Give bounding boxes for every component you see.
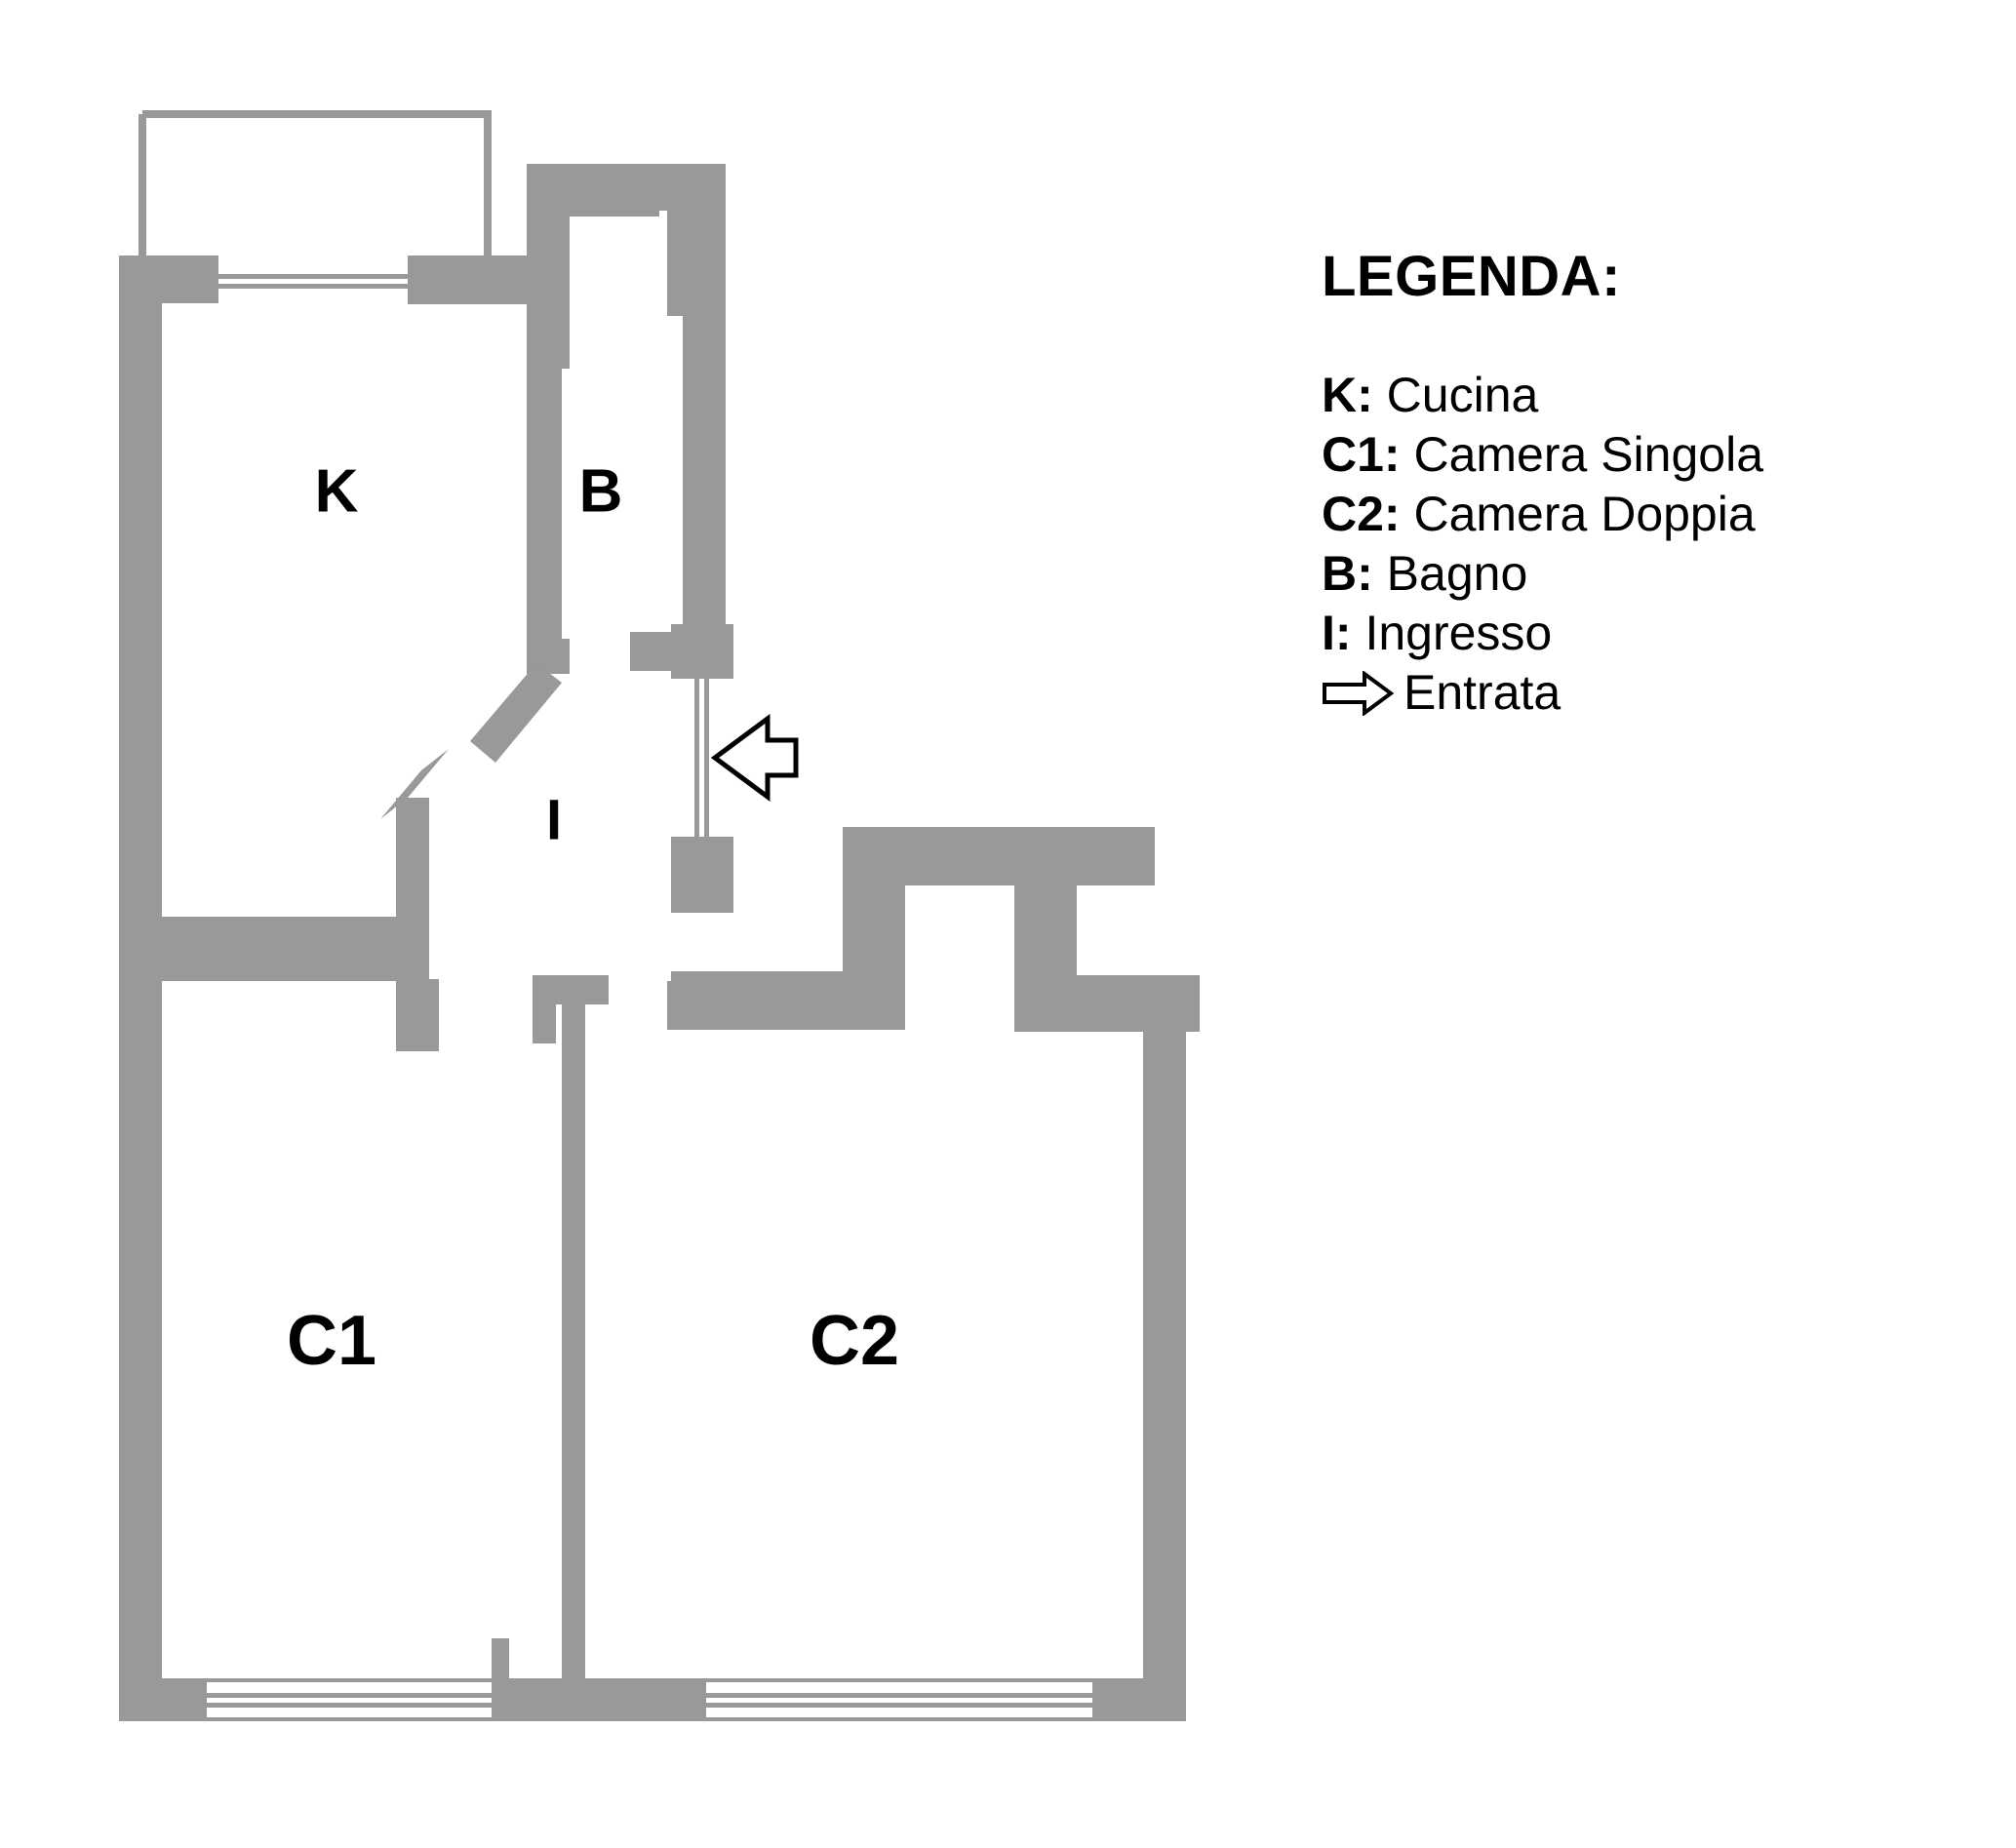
wall-bath-window-outer [558, 164, 659, 170]
c2-window [706, 1678, 1092, 1721]
wall-divider-bottom-stub [492, 1638, 509, 1682]
wall-corner-kitchen-bath [408, 256, 562, 304]
legend-desc-camera-singola: Camera Singola [1413, 427, 1764, 482]
wall-c2-top-left-run [671, 971, 905, 1030]
legend-panel: LEGENDA: K: Cucina C1: Camera Singola C2… [1322, 249, 1965, 723]
legend-key-k: K: [1322, 368, 1373, 422]
wall-kitchen-right [527, 289, 562, 671]
legend-item-cucina: K: Cucina [1322, 366, 1965, 425]
wall-k-c1-divider-stub [396, 979, 439, 1051]
wall-bath-window-inner [558, 211, 659, 216]
legend-key-i: I: [1322, 606, 1352, 660]
room-label-C1: C1 [287, 1302, 376, 1380]
legend-key-c1: C1: [1322, 427, 1401, 482]
entrance-door [694, 675, 709, 841]
legend-desc-bagno: Bagno [1386, 546, 1528, 601]
legend-desc-ingresso: Ingresso [1364, 606, 1553, 660]
wall-bath-right-outer [683, 164, 726, 671]
wall-right-outer [1143, 975, 1186, 1721]
wall-c1-c2-jamb-left [533, 975, 556, 1043]
wall-bottom-left-stub [119, 1678, 207, 1721]
kitchen-door-leaf [470, 663, 562, 763]
right-arrow-outline-icon [1322, 669, 1394, 718]
balcony-outline [138, 110, 492, 261]
room-label-B: B [579, 457, 623, 525]
legend-item-bagno: B: Bagno [1322, 544, 1965, 604]
legend-desc-entrata: Entrata [1403, 665, 1561, 720]
c1-window [207, 1678, 492, 1721]
legend-title: LEGENDA: [1322, 245, 1621, 308]
wall-bottom-right-stub [1092, 1678, 1186, 1721]
wall-bottom-middle-pier [492, 1678, 706, 1721]
legend-list: K: Cucina C1: Camera Singola C2: Camera … [1322, 366, 1965, 723]
kitchen-balcony-door [218, 274, 408, 289]
legend-desc-camera-doppia: Camera Doppia [1413, 487, 1756, 541]
entry-arrow-icon [710, 714, 799, 802]
room-label-C2: C2 [810, 1302, 899, 1380]
legend-key-c2: C2: [1322, 487, 1401, 541]
bathroom-window [558, 182, 659, 197]
wall-c1-c2-divider [562, 997, 585, 1721]
wall-c2-step-top [843, 827, 1155, 885]
legend-item-entrata: Entrata [1322, 663, 1965, 723]
room-label-I: I [546, 788, 562, 851]
wall-c2-top-left-notch [667, 981, 687, 1030]
wall-entrance-jamb-top [671, 624, 733, 679]
wall-kitchen-top-left-stub [119, 256, 218, 303]
legend-item-camera-doppia: C2: Camera Doppia [1322, 485, 1965, 544]
room-label-K: K [315, 457, 359, 525]
legend-desc-cucina: Cucina [1386, 368, 1539, 422]
wall-group [119, 164, 1200, 1721]
legend-item-camera-singola: C1: Camera Singola [1322, 425, 1965, 485]
wall-entrance-jamb-bottom [671, 837, 733, 913]
wall-left-outer [119, 256, 162, 1721]
wall-k-c1-divider [119, 917, 417, 981]
legend-item-ingresso: I: Ingresso [1322, 604, 1965, 663]
legend-key-b: B: [1322, 546, 1373, 601]
